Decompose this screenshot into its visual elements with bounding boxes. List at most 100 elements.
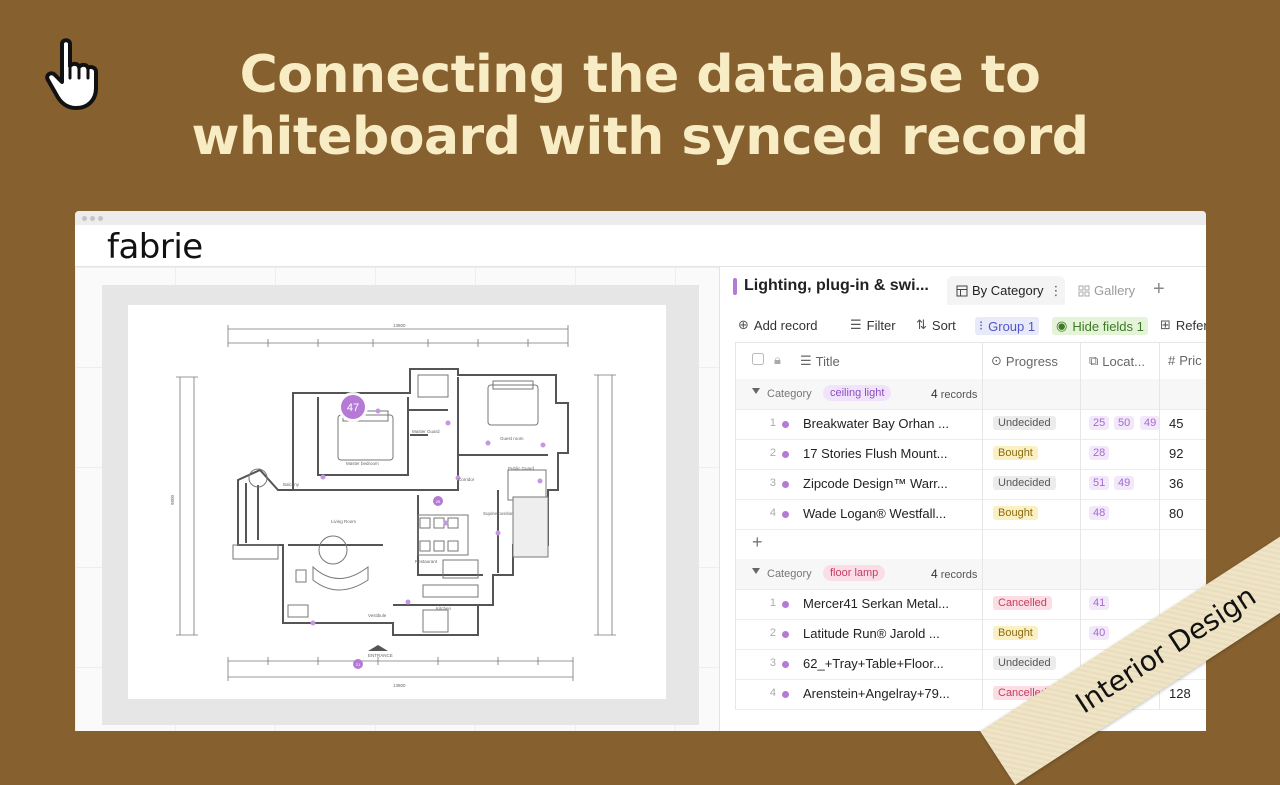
room-label: Restaurant	[415, 559, 438, 564]
marker-label: 25	[436, 499, 441, 504]
more-vertical-icon[interactable]: ⋮	[1049, 282, 1063, 298]
row-number: 4	[769, 687, 776, 699]
reference-icon: ⊞	[1160, 317, 1171, 332]
add-row[interactable]: +	[735, 529, 1206, 560]
record-title[interactable]: Breakwater Bay Orhan ...	[803, 416, 949, 431]
record-color-dot	[782, 481, 789, 488]
table-row[interactable]: 4 Wade Logan® Westfall... Bought 48 80	[735, 499, 1206, 530]
progress-tag[interactable]: Undecided	[993, 476, 1056, 490]
hide-fields-button[interactable]: ◉ Hide fields 1	[1052, 317, 1148, 335]
window-titlebar	[75, 211, 1206, 225]
progress-tag[interactable]: Bought	[993, 446, 1038, 460]
tab-gallery[interactable]: Gallery	[1078, 283, 1135, 298]
headline-line-2: whiteboard with synced record	[191, 107, 1089, 167]
column-header-title[interactable]: ☰ Title	[800, 353, 840, 369]
column-divider	[1080, 342, 1081, 709]
price-value[interactable]: 45	[1169, 416, 1184, 431]
filter-button[interactable]: ☰ Filter	[850, 317, 896, 333]
tab-by-category[interactable]: By Category ⋮	[947, 276, 1065, 305]
record-marker[interactable]: 25	[433, 496, 443, 506]
progress-tag[interactable]: Undecided	[993, 656, 1056, 670]
record-title[interactable]: Mercer41 Serkan Metal...	[803, 596, 949, 611]
price-value[interactable]: 92	[1169, 446, 1184, 461]
room-label: Master bedroom	[346, 461, 379, 466]
column-header-progress[interactable]: ⊙ Progress	[991, 353, 1058, 369]
marker-label: 47	[347, 402, 359, 414]
select-all-checkbox[interactable]	[752, 353, 764, 365]
number-field-icon: #	[1168, 353, 1176, 368]
whiteboard-canvas[interactable]: Master bedroom Master Guard Guest room P…	[75, 267, 720, 731]
gallery-icon	[1078, 285, 1090, 296]
sort-button[interactable]: ⇅ Sort	[916, 317, 956, 333]
table-row[interactable]: 1 Breakwater Bay Orhan ... Undecided 25 50 49…	[735, 409, 1206, 440]
floor-plan-drawing: Master bedroom Master Guard Guest room P…	[170, 323, 616, 688]
group-value-chip: ceiling light	[823, 385, 892, 401]
column-divider	[1159, 342, 1160, 709]
floor-plan-sheet[interactable]: Master bedroom Master Guard Guest room P…	[128, 305, 666, 699]
room-label: ENTRANCE	[368, 653, 393, 658]
price-value[interactable]: 36	[1169, 476, 1184, 491]
link-field-icon: ⧉	[1089, 353, 1099, 368]
room-label: Corridor	[458, 477, 475, 482]
room-label: Living Room	[331, 519, 356, 524]
database-title[interactable]: Lighting, plug-in & swi...	[744, 277, 929, 294]
row-number: 4	[769, 507, 776, 519]
status-field-icon: ⊙	[991, 353, 1002, 368]
room-label: Guest room	[500, 436, 524, 441]
database-panel: Lighting, plug-in & swi... By Category ⋮…	[720, 267, 1206, 731]
location-chip[interactable]: 28	[1089, 446, 1110, 460]
row-number: 1	[769, 417, 776, 429]
location-chip[interactable]: 49	[1140, 416, 1161, 430]
caret-down-icon[interactable]	[752, 568, 760, 574]
panel-divider[interactable]	[719, 267, 720, 731]
progress-tag[interactable]: Bought	[993, 626, 1038, 640]
window-dot-icon[interactable]	[82, 216, 87, 221]
record-title[interactable]: Latitude Run® Jarold ...	[803, 626, 940, 641]
location-chip[interactable]: 48	[1089, 506, 1110, 520]
whiteboard-frame[interactable]: Master bedroom Master Guard Guest room P…	[102, 285, 699, 725]
plus-icon[interactable]: +	[752, 532, 763, 552]
text-field-icon: ☰	[800, 353, 812, 368]
price-value[interactable]: 80	[1169, 506, 1184, 521]
reference-button[interactable]: ⊞ Refer	[1160, 317, 1206, 333]
group-button[interactable]: ⁝ Group 1	[975, 317, 1040, 335]
add-view-icon[interactable]: +	[1153, 278, 1165, 300]
progress-tag[interactable]: Undecided	[993, 416, 1056, 430]
record-color-dot	[782, 451, 789, 458]
column-header-location[interactable]: ⧉ Locat...	[1089, 353, 1145, 369]
row-number: 3	[769, 657, 776, 669]
location-chip[interactable]: 25	[1089, 416, 1110, 430]
record-title[interactable]: Wade Logan® Westfall...	[803, 506, 947, 521]
record-title[interactable]: 17 Stories Flush Mount...	[803, 446, 948, 461]
caret-down-icon[interactable]	[752, 388, 760, 394]
location-chip[interactable]: 41	[1089, 596, 1110, 610]
tab-label: By Category	[972, 283, 1044, 298]
location-chip[interactable]: 40	[1089, 626, 1110, 640]
filter-icon: ☰	[850, 317, 862, 332]
group-field-label: Category	[767, 568, 812, 580]
location-chip[interactable]: 49	[1114, 476, 1135, 490]
record-marker[interactable]: 21	[353, 659, 363, 669]
progress-tag[interactable]: Cancelled	[993, 596, 1052, 610]
add-record-button[interactable]: ⊕ Add record	[738, 317, 818, 333]
window-dot-icon[interactable]	[90, 216, 95, 221]
table-row[interactable]: 3 62_+Tray+Table+Floor... Undecided	[735, 649, 1206, 680]
location-chip[interactable]: 50	[1114, 416, 1135, 430]
window-dot-icon[interactable]	[98, 216, 103, 221]
room-label: Vestibule	[368, 613, 387, 618]
record-title[interactable]: 62_+Tray+Table+Floor...	[803, 656, 944, 671]
record-title[interactable]: Arenstein+Angelray+79...	[803, 686, 950, 701]
location-chip[interactable]: 51	[1089, 476, 1110, 490]
record-title[interactable]: Zipcode Design™ Warr...	[803, 476, 948, 491]
price-value[interactable]: 128	[1169, 686, 1191, 701]
column-header-price[interactable]: # Pric	[1168, 353, 1202, 368]
table-header: 🔒︎ ☰ Title ⊙ Progress ⧉ Locat... # Pric	[735, 342, 1206, 380]
record-marker[interactable]: 47	[338, 392, 368, 422]
progress-tag[interactable]: Bought	[993, 506, 1038, 520]
